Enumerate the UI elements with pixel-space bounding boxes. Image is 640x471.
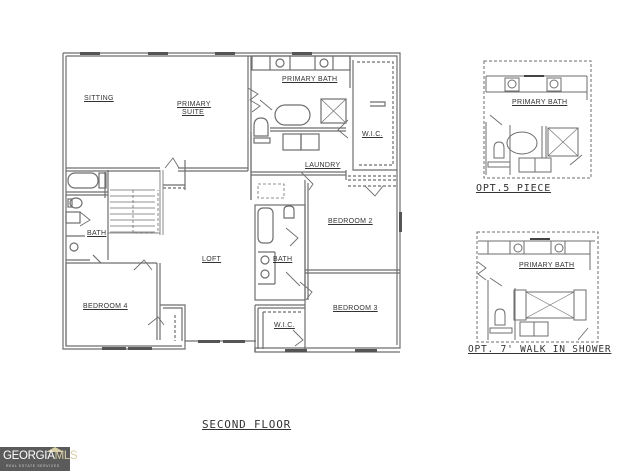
room-label-primary-wic: W.I.C.	[362, 131, 383, 138]
room-label-bedroom-3: BEDROOM 3	[333, 305, 378, 312]
logo-brand-main: GEORGIA	[3, 450, 55, 462]
room-label-primary-suite-line2: SUITE	[182, 109, 205, 116]
roof-icon	[46, 447, 64, 452]
room-label-laundry: LAUNDRY	[305, 162, 341, 169]
floor-title: SECOND FLOOR	[202, 418, 292, 431]
logo-brand: GEORGIAMLS	[3, 450, 78, 462]
room-label-sitting: SITTING	[84, 95, 114, 102]
option-5-piece-room-label: PRIMARY BATH	[512, 99, 568, 106]
option-5-piece-inset	[483, 60, 592, 179]
logo-brand-accent: MLS	[54, 450, 78, 462]
logo-tagline: REAL ESTATE SERVICES	[6, 464, 60, 468]
room-label-loft: LOFT	[202, 256, 222, 263]
room-label-bedroom-2: BEDROOM 2	[328, 218, 373, 225]
room-label-primary-suite-line1: PRIMARY	[177, 101, 211, 108]
option-walk-in-shower-caption: OPT. 7' WALK IN SHOWER	[468, 344, 612, 355]
room-label-primary-bath: PRIMARY BATH	[282, 76, 338, 83]
room-label-bath-center: BATH	[273, 256, 293, 263]
windows	[80, 52, 377, 352]
option-walk-in-shower-inset	[476, 231, 599, 343]
option-walk-in-shower-room-label: PRIMARY BATH	[519, 262, 575, 269]
exterior-walls	[62, 52, 401, 353]
room-label-bedroom3-wic: W.I.C.	[274, 322, 295, 329]
room-label-bedroom-4: BEDROOM 4	[83, 303, 128, 310]
georgia-mls-logo: GEORGIAMLS REAL ESTATE SERVICES	[0, 447, 78, 471]
option-5-piece-caption: OPT.5 PIECE	[476, 183, 552, 194]
room-label-bath-left: BATH	[87, 230, 107, 237]
